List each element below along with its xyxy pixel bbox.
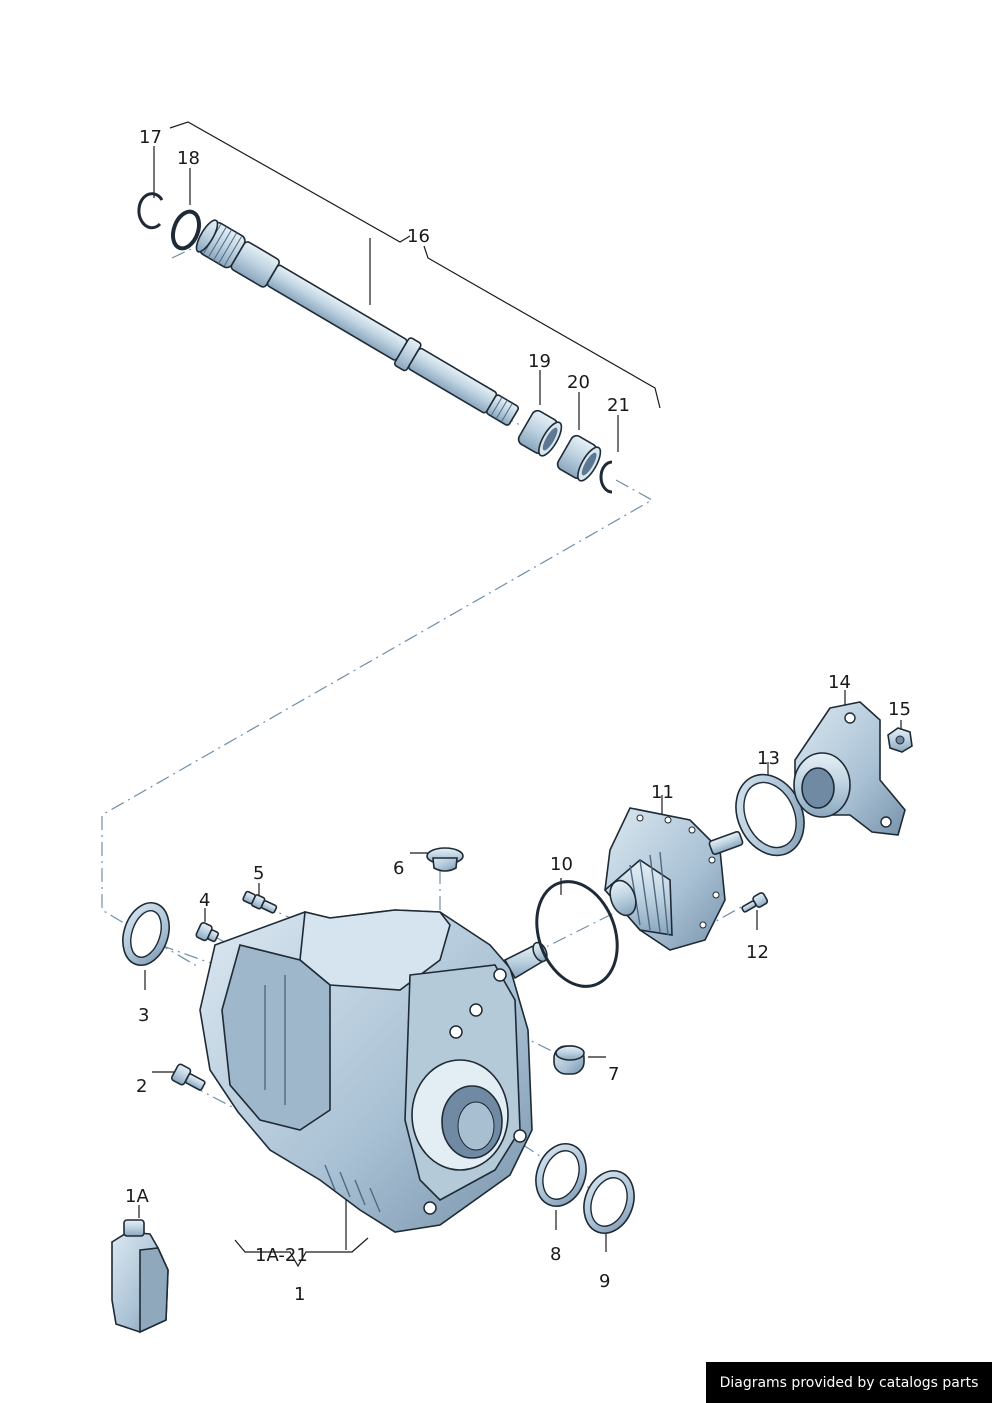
callout-4: 4 [199, 890, 210, 911]
flange-14 [793, 701, 906, 836]
seal-13 [735, 773, 805, 857]
callout-1: 1 [294, 1284, 305, 1305]
leader-lines [138, 121, 902, 1268]
callout-16: 16 [407, 226, 430, 247]
bolt-5 [242, 890, 278, 914]
callout-2: 2 [136, 1076, 147, 1097]
callout-14: 14 [828, 672, 851, 693]
callout-11: 11 [651, 782, 674, 803]
callout-13: 13 [757, 748, 780, 769]
callout-6: 6 [393, 858, 404, 879]
callout-1A-21: 1A-21 [255, 1245, 308, 1266]
oil-bottle-1A [111, 1219, 169, 1334]
circlip-17 [137, 192, 164, 230]
differential-11 [603, 807, 744, 951]
bearing-19 [517, 409, 563, 457]
callout-17: 17 [139, 127, 162, 148]
o-ring-10 [535, 880, 619, 988]
callout-3: 3 [138, 1005, 149, 1026]
transfer-case-housing-1 [199, 909, 548, 1233]
callout-1A: 1A [125, 1186, 149, 1207]
circlip-21 [599, 460, 613, 494]
callout-19: 19 [528, 351, 551, 372]
plug-4 [195, 921, 220, 943]
seal-3 [122, 902, 170, 966]
ring-8 [535, 1143, 587, 1207]
bolt-12 [741, 892, 769, 913]
bearing-20 [556, 434, 602, 482]
bolt-2 [170, 1063, 206, 1091]
callout-8: 8 [550, 1244, 561, 1265]
shaft-16 [195, 219, 520, 426]
callout-10: 10 [550, 854, 573, 875]
callout-5: 5 [253, 863, 264, 884]
callout-labels: 17 18 16 19 20 21 3 2 4 5 6 7 10 11 12 1… [125, 127, 911, 1305]
callout-18: 18 [177, 148, 200, 169]
plug-7 [553, 1045, 585, 1075]
credit-text: Diagrams provided by catalogs parts [719, 1374, 979, 1391]
credit-banner: Diagrams provided by catalogs parts [706, 1362, 992, 1403]
callout-21: 21 [607, 395, 630, 416]
callout-15: 15 [888, 699, 911, 720]
ring-9 [583, 1170, 635, 1234]
cap-6 [426, 847, 464, 872]
callout-12: 12 [746, 942, 769, 963]
nut-15 [887, 727, 913, 753]
callout-9: 9 [599, 1271, 610, 1292]
callout-20: 20 [567, 372, 590, 393]
o-ring-18 [170, 209, 202, 251]
callout-7: 7 [608, 1064, 619, 1085]
